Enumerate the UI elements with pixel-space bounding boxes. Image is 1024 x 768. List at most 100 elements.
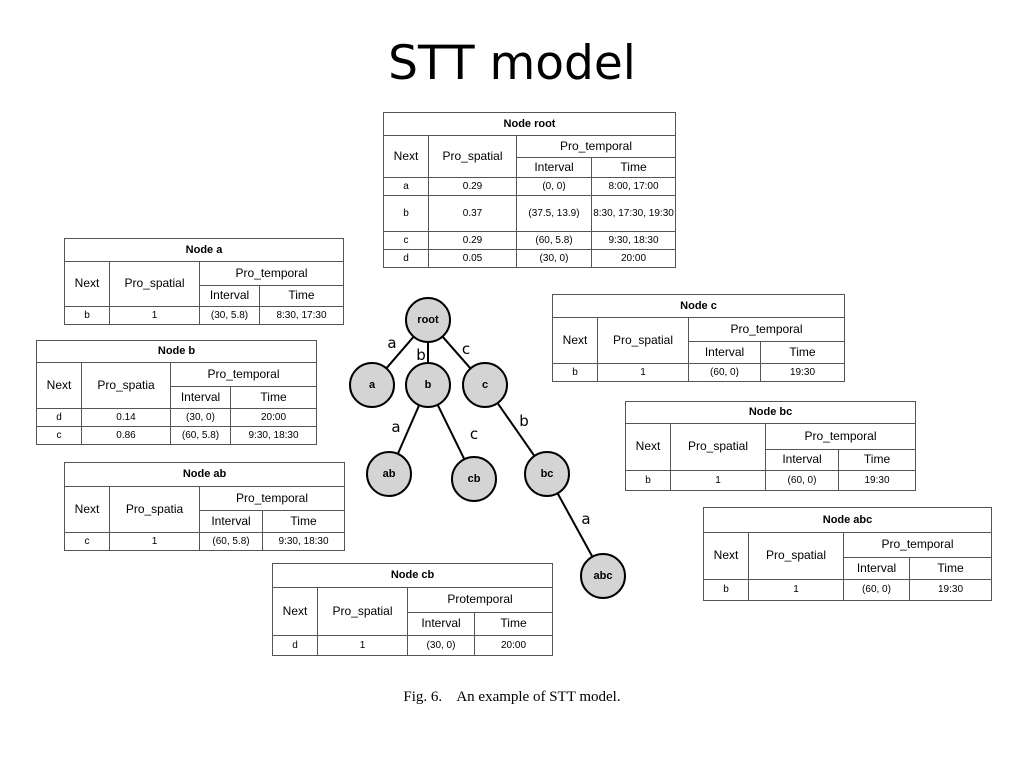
cell-next: d (272, 635, 318, 656)
table-title: Node ab (63, 462, 346, 487)
cell-time: 9:30, 18:30 (261, 532, 346, 551)
tree-node-a (349, 362, 395, 408)
table-title: Node cb (271, 563, 554, 588)
cell-pro-spatial: 1 (109, 306, 200, 325)
header-pro-spatial: Pro_spatial (428, 135, 517, 178)
header-pro-temporal: Pro_temporal (198, 486, 346, 511)
cell-time: 9:30, 18:30 (229, 426, 318, 445)
tree-node-label: bc (541, 468, 554, 480)
cell-interval: (30, 0) (407, 635, 475, 656)
tree-node-label: c (482, 379, 488, 391)
tree-edge-label: b (519, 412, 529, 430)
cell-time: 20:00 (473, 635, 554, 656)
tree-edge-root-c (441, 335, 472, 370)
cell-interval: (60, 0) (765, 470, 839, 491)
table-title-row: Node c (552, 294, 845, 318)
tree-node-b (405, 362, 451, 408)
tree-node-cb (451, 456, 497, 502)
header-interval: Interval (843, 557, 910, 580)
header-interval: Interval (765, 449, 839, 471)
header-pro-spatial: Pro_spatial (748, 532, 844, 580)
tree-node-label: abc (594, 570, 613, 582)
header-next: Next (64, 261, 110, 307)
table-title: Node abc (702, 507, 993, 533)
tree-edge-label: c (470, 425, 478, 443)
tree-edge-root-a (385, 336, 415, 369)
tree-edge-b-cb (436, 404, 466, 460)
tree-node-label: a (369, 379, 376, 391)
cell-time: 19:30 (760, 363, 845, 382)
table-title: Node b (35, 340, 318, 363)
header-pro-temporal: Protemporal (406, 587, 554, 613)
header-pro-spatial: Pro_spatia (109, 486, 200, 533)
tree-node-label: b (425, 379, 432, 391)
header-pro-temporal: Pro_temporal (199, 261, 344, 286)
tree-node-c (462, 362, 508, 408)
table-title: Node root (382, 112, 677, 136)
table-title-row: Node cb (271, 563, 554, 588)
tree-edge-label: b (416, 346, 426, 364)
tree-node-abc (580, 553, 626, 599)
header-pro-temporal: Pro_temporal (842, 532, 993, 558)
header-pro-spatial: Pro_spatia (81, 362, 171, 409)
tree-edge-label: a (387, 334, 396, 352)
header-pro-temporal: Pro_temporal (169, 362, 318, 387)
tree-edge-bc-abc (556, 492, 594, 558)
tree-node-ab (366, 451, 412, 497)
cell-interval: (60, 5.8) (199, 532, 263, 551)
tree-edge-label: a (391, 418, 400, 436)
header-pro-spatial: Pro_spatial (670, 423, 766, 471)
cell-time: 19:30 (837, 470, 917, 491)
tree-edge-b-ab (396, 404, 421, 455)
tree-edge-c-bc (496, 402, 536, 457)
table-title-row: Node ab (63, 462, 346, 487)
tree-node-label: cb (468, 473, 481, 485)
tree-node-label: root (417, 314, 439, 326)
slide-title: STT model (388, 36, 636, 91)
tree-node-label: ab (383, 468, 396, 480)
cell-time: 20:00 (590, 249, 677, 268)
tree-edge-label: a (581, 510, 590, 528)
header-next: Next (625, 423, 671, 471)
table-title-row: Node abc (702, 507, 993, 533)
cell-time: 8:30, 17:30 (259, 306, 344, 325)
figure-caption: Fig. 6. An example of STT model. (403, 689, 621, 705)
cell-time: 8:30, 17:30, 19:30 (590, 195, 677, 232)
header-next: Next (64, 486, 110, 533)
header-pro-spatial: Pro_spatial (597, 317, 689, 364)
header-time: Time (590, 157, 677, 178)
header-interval: Interval (199, 285, 260, 307)
cell-pro-spatial: 0.37 (428, 195, 517, 232)
tree-edge-label: c (462, 340, 470, 358)
header-pro-temporal: Pro_temporal (764, 423, 917, 450)
